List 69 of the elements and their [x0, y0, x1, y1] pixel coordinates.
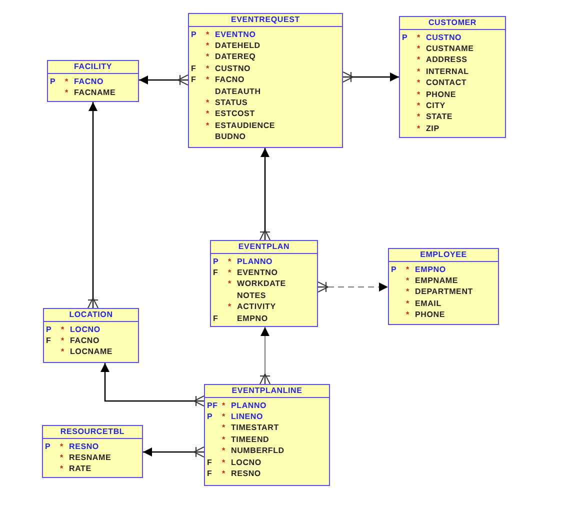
column-row-text: * PHONE [405, 310, 446, 321]
table-box [47, 60, 139, 102]
table-box [388, 248, 499, 325]
column-row-text: * ADDRESS [416, 54, 468, 66]
column-row-text: * ESTAUDIENCE [205, 120, 276, 132]
relationship-line [143, 446, 204, 458]
column-row-text: P * RESNO [45, 441, 100, 452]
column-row-text: F * EVENTNO [213, 267, 279, 279]
column-row-text: * CONTACT [416, 78, 468, 89]
column-row-text: P * EVENTNO [191, 29, 257, 40]
column-row-text: * STATE [416, 112, 454, 124]
column-row-text: PF * PLANNO [207, 400, 268, 412]
column-row-text: P * CUSTNO [402, 32, 463, 44]
table-title: EVENTPLAN [211, 241, 317, 254]
table-box [188, 13, 343, 148]
column-row-text: * INTERNAL [416, 66, 470, 78]
column-row-text: * CUSTNAME [416, 43, 475, 55]
column-row-text: * PHONE [416, 88, 457, 100]
table-box [42, 425, 143, 478]
relationship-line [260, 327, 270, 384]
column-row-text: * NUMBERFLD [221, 446, 286, 457]
column-row-text: * ACTIVITY [227, 302, 277, 313]
column-row-text: DATEAUTH [214, 86, 262, 98]
column-row-text: * TIMEEND [221, 434, 270, 446]
column-row-text: F * FACNO [191, 74, 246, 86]
column-row-text: * DATEREQ [205, 52, 257, 64]
column-row-text: P * LOCNO [46, 324, 102, 336]
relationship-line [260, 148, 270, 240]
column-row-text: * ESTCOST [205, 108, 256, 120]
column-row-text: F * LOCNO [207, 456, 262, 468]
column-row-text: * WORKDATE [227, 278, 287, 290]
table-box [204, 384, 330, 486]
column-row-text: * DATEHELD [205, 40, 262, 52]
column-row-text: * RATE [59, 464, 92, 476]
column-row-text: P * EMPNO [391, 264, 447, 276]
column-row-text: P * FACNO [50, 76, 104, 88]
column-row-text: F * RESNO [207, 468, 262, 480]
column-row-text: F * CUSTNO [191, 63, 252, 75]
column-row-text: * ZIP [416, 123, 440, 135]
relationship-line [139, 74, 188, 86]
column-row-text: P * LINENO [207, 411, 264, 423]
column-row-text: * TIMESTART [221, 422, 280, 434]
column-row-text: * EMPNAME [405, 275, 459, 287]
column-row-text: F EMPNO [213, 312, 269, 324]
column-row-text: BUDNO [214, 132, 247, 143]
column-row-text: F * FACNO [46, 335, 100, 347]
table-box [43, 308, 139, 363]
relationship-line [88, 102, 98, 308]
relationship-line [100, 363, 204, 406]
column-row-text: * LOCNAME [60, 346, 114, 358]
relationship-line [318, 282, 388, 292]
column-row-text: * DEPARTMENT [405, 286, 474, 298]
column-row-text: * EMAIL [405, 298, 442, 310]
column-row-text: * STATUS [205, 97, 249, 109]
column-row-text: * CITY [416, 100, 446, 112]
relationship-line [342, 72, 399, 82]
table-box [210, 240, 318, 327]
table-title: RESOURCETBL [43, 426, 142, 439]
table-title: CUSTOMER [400, 17, 505, 30]
table-box [399, 16, 506, 138]
table-title: EMPLOYEE [389, 249, 498, 262]
table-title: LOCATION [44, 309, 138, 322]
table-title: EVENTPLANLINE [205, 385, 329, 398]
column-row-text: NOTES [236, 290, 268, 302]
column-row-text: * FACNAME [64, 87, 117, 99]
table-title: EVENTREQUEST [189, 14, 342, 27]
column-row-text: P * PLANNO [213, 256, 274, 268]
column-row-text: * RESNAME [59, 452, 112, 464]
table-title: FACILITY [48, 61, 138, 74]
